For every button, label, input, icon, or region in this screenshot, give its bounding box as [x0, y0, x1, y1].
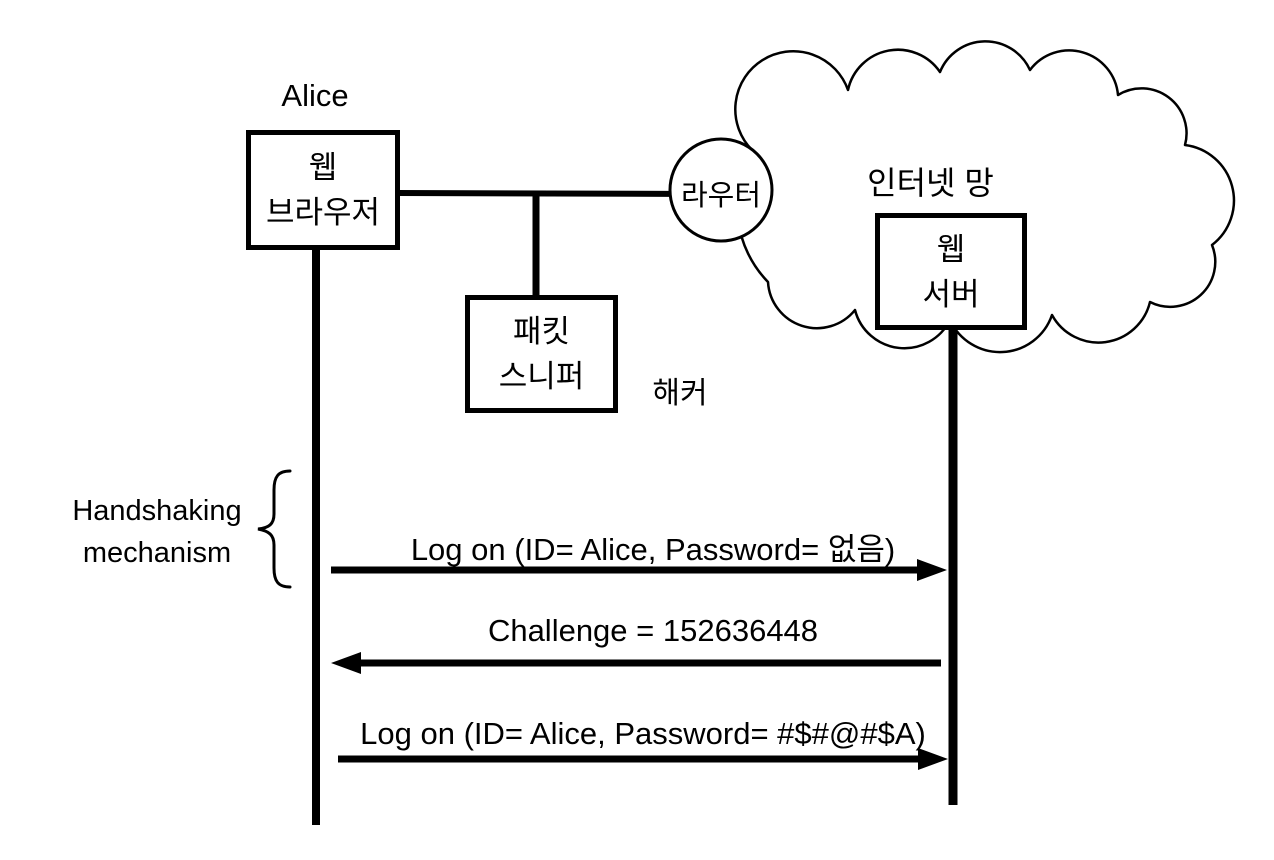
message-arrow-logon-1	[331, 559, 947, 581]
web-browser-label-line2: 브라우저	[265, 195, 381, 230]
hacker-label: 해커	[652, 377, 708, 410]
packet-sniffer-node: 패킷 스니퍼	[465, 295, 618, 413]
handshaking-mechanism-label: Handshaking mechanism	[38, 490, 276, 574]
internet-network-label: 인터넷 망	[867, 165, 994, 201]
router-circle	[668, 137, 774, 243]
web-server-label-line1: 웹	[936, 231, 966, 267]
web-server-label-line2: 서버	[922, 276, 980, 312]
handshaking-label-line2: mechanism	[82, 537, 232, 569]
handshaking-brace-icon	[257, 469, 292, 589]
internet-cloud-shape	[734, 40, 1236, 354]
web-browser-label-line1: 웹	[308, 150, 338, 185]
packet-sniffer-label-line1: 패킷	[512, 314, 571, 349]
browser-router-link-line	[397, 190, 701, 197]
packet-sniffer-label-line2: 스니퍼	[498, 359, 585, 394]
router-label: 라우터	[680, 180, 762, 212]
web-server-node: 웹 서버	[875, 213, 1027, 330]
message-arrow-logon-2	[338, 748, 948, 770]
handshaking-label-line1: Handshaking	[72, 495, 242, 527]
alice-label: Alice	[281, 78, 349, 113]
message-logon-hashed: Log on (ID= Alice, Password= #$#@#$A)	[360, 716, 926, 751]
message-logon-plain: Log on (ID= Alice, Password= 없음)	[410, 532, 896, 567]
message-challenge: Challenge = 152636448	[487, 613, 819, 648]
message-arrow-challenge	[331, 652, 941, 674]
web-browser-node: 웹 브라우저	[246, 130, 400, 250]
